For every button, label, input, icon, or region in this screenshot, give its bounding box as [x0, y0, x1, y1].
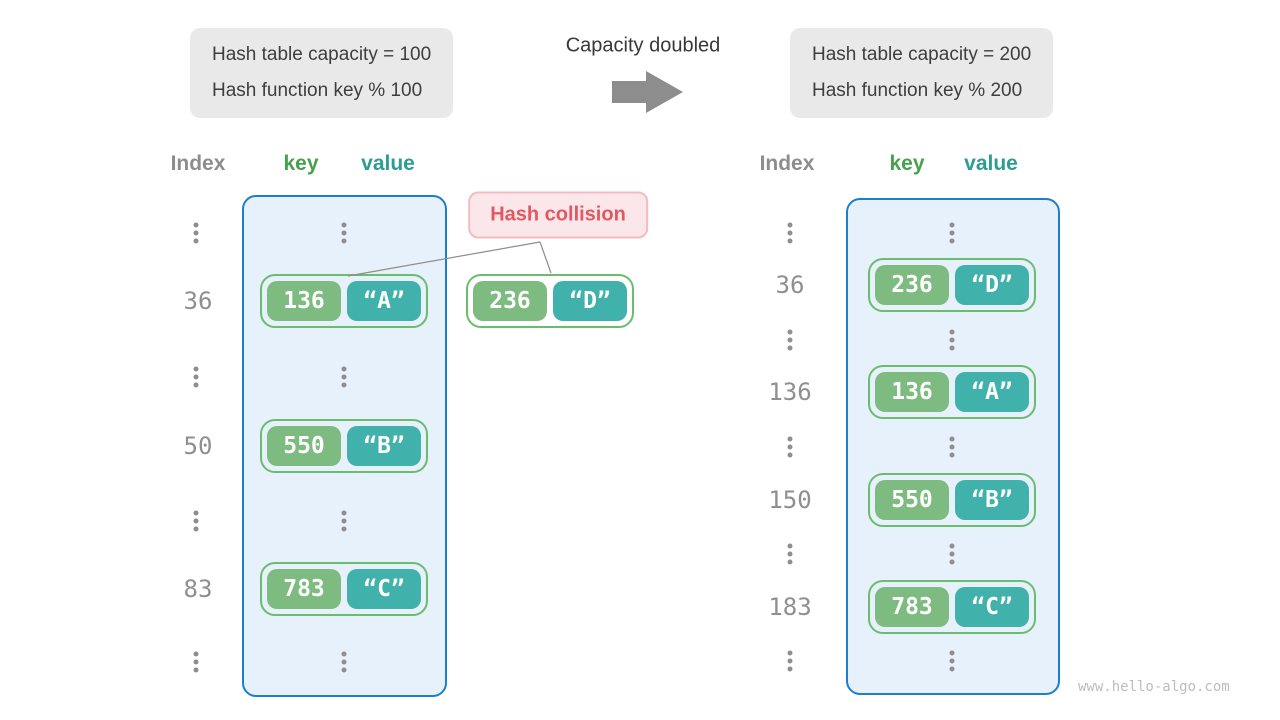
vertical-ellipsis-icon [193, 222, 199, 244]
vertical-ellipsis-icon [341, 222, 347, 244]
key-cell: 783 [267, 569, 341, 609]
key-cell: 550 [267, 426, 341, 466]
vertical-ellipsis-icon [949, 543, 955, 565]
key-cell: 136 [875, 372, 949, 412]
capacity-box-after: Hash table capacity = 200 Hash function … [790, 28, 1054, 118]
hash-function-line: Hash function key % 200 [812, 80, 1023, 101]
vertical-ellipsis-icon [341, 651, 347, 673]
collision-connector-line [539, 241, 552, 274]
value-cell: “D” [955, 265, 1029, 305]
vertical-ellipsis-icon [193, 366, 199, 388]
hash-function-line: Hash function key % 100 [212, 80, 423, 101]
kv-pair: 136 “A” [260, 274, 428, 328]
kv-pair-colliding: 236 “D” [466, 274, 634, 328]
index-label: 183 [768, 593, 812, 621]
column-header-value: value [361, 152, 415, 175]
vertical-ellipsis-icon [341, 366, 347, 388]
value-cell: “D” [553, 281, 627, 321]
kv-pair: 136 “A” [868, 365, 1036, 419]
kv-pair: 550 “B” [260, 419, 428, 473]
value-cell: “C” [347, 569, 421, 609]
value-cell: “B” [955, 480, 1029, 520]
vertical-ellipsis-icon [787, 543, 793, 565]
vertical-ellipsis-icon [949, 222, 955, 244]
capacity-line: Hash table capacity = 200 [812, 44, 1032, 65]
key-cell: 550 [875, 480, 949, 520]
key-cell: 783 [875, 587, 949, 627]
vertical-ellipsis-icon [949, 436, 955, 458]
value-cell: “B” [347, 426, 421, 466]
vertical-ellipsis-icon [949, 650, 955, 672]
kv-pair: 550 “B” [868, 473, 1036, 527]
value-cell: “C” [955, 587, 1029, 627]
capacity-line: Hash table capacity = 100 [212, 44, 432, 65]
vertical-ellipsis-icon [193, 651, 199, 673]
key-cell: 136 [267, 281, 341, 321]
kv-pair: 783 “C” [260, 562, 428, 616]
index-label: 36 [183, 287, 213, 315]
column-header-index: Index [170, 152, 226, 175]
column-header-key: key [889, 152, 925, 175]
column-header-value: value [964, 152, 1018, 175]
capacity-arrow-icon [612, 71, 683, 113]
key-cell: 236 [473, 281, 547, 321]
vertical-ellipsis-icon [787, 436, 793, 458]
watermark: www.hello-algo.com [1078, 679, 1230, 695]
vertical-ellipsis-icon [341, 510, 347, 532]
capacity-doubled-label: Capacity doubled [565, 34, 721, 57]
value-cell: “A” [347, 281, 421, 321]
vertical-ellipsis-icon [193, 510, 199, 532]
vertical-ellipsis-icon [787, 650, 793, 672]
vertical-ellipsis-icon [949, 329, 955, 351]
column-header-index: Index [759, 152, 815, 175]
index-label: 36 [775, 271, 805, 299]
kv-pair: 236 “D” [868, 258, 1036, 312]
value-cell: “A” [955, 372, 1029, 412]
column-header-key: key [283, 152, 319, 175]
key-cell: 236 [875, 265, 949, 305]
vertical-ellipsis-icon [787, 329, 793, 351]
index-label: 83 [183, 575, 213, 603]
kv-pair: 783 “C” [868, 580, 1036, 634]
capacity-box-before: Hash table capacity = 100 Hash function … [190, 28, 454, 118]
index-label: 150 [768, 486, 812, 514]
index-label: 136 [768, 378, 812, 406]
vertical-ellipsis-icon [787, 222, 793, 244]
index-label: 50 [183, 432, 213, 460]
hash-collision-badge: Hash collision [468, 191, 648, 239]
